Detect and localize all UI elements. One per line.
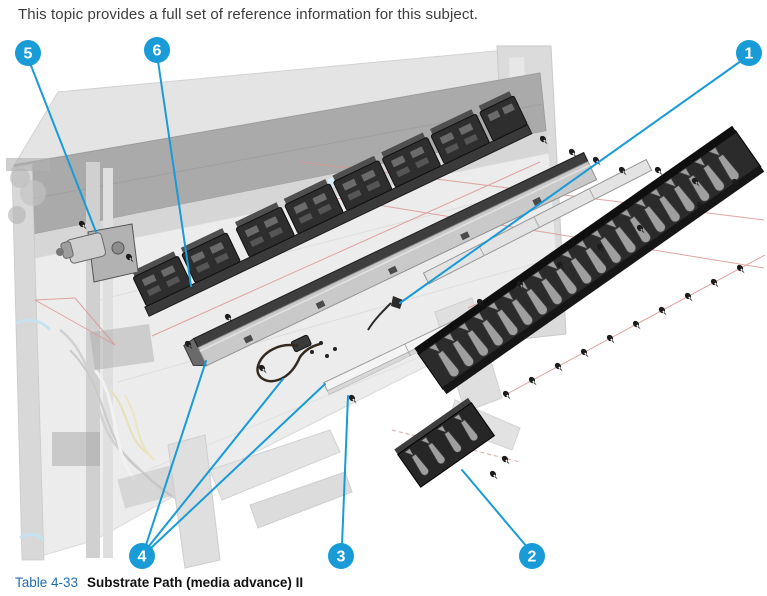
callout-2-circle bbox=[519, 543, 545, 569]
callout-6-label: 6 bbox=[153, 43, 162, 60]
callout-5: 5 bbox=[15, 40, 41, 66]
callout-4-circle bbox=[129, 543, 155, 569]
callout-1-label: 1 bbox=[745, 46, 754, 63]
encoder-cable bbox=[256, 334, 337, 383]
inner-strip bbox=[422, 158, 653, 285]
media-advance-motor bbox=[56, 223, 139, 283]
callout-3-circle bbox=[328, 543, 354, 569]
callout-1-circle bbox=[736, 40, 762, 66]
callout-3: 3 bbox=[328, 543, 354, 569]
callout-1: 1 bbox=[736, 40, 762, 66]
callout-5-circle bbox=[15, 40, 41, 66]
toothed-rack bbox=[414, 125, 765, 395]
callout-6: 6 bbox=[144, 37, 170, 63]
callout-4: 4 bbox=[129, 543, 155, 569]
ghost-wiring bbox=[15, 318, 201, 542]
intro-text: This topic provides a full set of refere… bbox=[18, 6, 479, 23]
front-beam bbox=[183, 151, 598, 367]
beam-sensor bbox=[367, 296, 403, 331]
table-caption-label: Table 4-33 bbox=[15, 575, 79, 590]
callout-leader-lines bbox=[29, 60, 742, 548]
callout-4-label: 4 bbox=[138, 549, 147, 566]
pinch-module-row bbox=[132, 91, 533, 317]
callout-5-label: 5 bbox=[24, 46, 33, 63]
table-caption-title: Substrate Path (media advance) II bbox=[87, 575, 304, 590]
callout-6-circle bbox=[144, 37, 170, 63]
callout-3-label: 3 bbox=[337, 549, 346, 566]
rack-module bbox=[394, 397, 496, 488]
callout-2-label: 2 bbox=[528, 549, 537, 566]
callout-2: 2 bbox=[519, 543, 545, 569]
table-caption: Table 4-33 Substrate Path (media advance)… bbox=[15, 575, 303, 590]
